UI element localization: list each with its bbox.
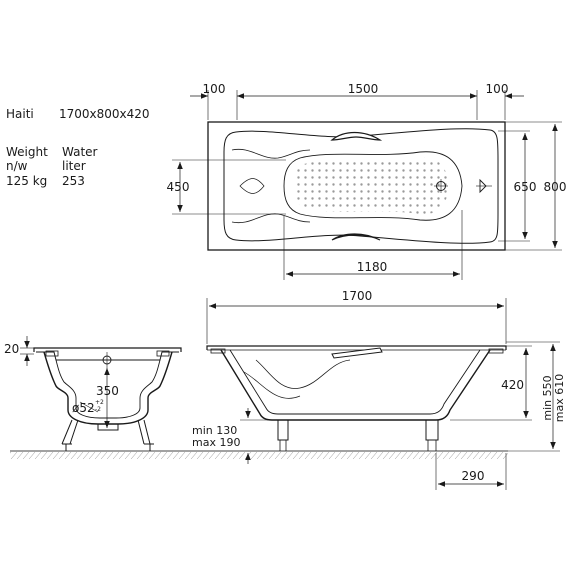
dim-left-100: 100 bbox=[203, 82, 226, 96]
weight-value: 125 kg bbox=[6, 174, 48, 188]
dim-total-min: min 550 bbox=[541, 375, 554, 420]
dim-right-100: 100 bbox=[486, 82, 509, 96]
top-outer-rim bbox=[207, 121, 506, 251]
top-inner-basin bbox=[223, 128, 499, 244]
dim-total-max: max 610 bbox=[553, 374, 566, 422]
model-size: 1700x800x420 bbox=[59, 107, 150, 121]
weight-label: Weight bbox=[6, 145, 48, 159]
drain-tolerance-minus: -2 bbox=[95, 406, 101, 413]
headrest-curve-top bbox=[231, 148, 311, 159]
leg-max: max 190 bbox=[192, 436, 240, 449]
dim-800: 800 bbox=[544, 180, 567, 194]
top-view bbox=[172, 90, 562, 280]
side-view bbox=[206, 298, 560, 490]
dim-350: 350 bbox=[96, 384, 119, 398]
dim-290: 290 bbox=[462, 469, 485, 483]
dim-1180: 1180 bbox=[357, 260, 388, 274]
dim-450: 450 bbox=[167, 180, 190, 194]
water-sub: liter bbox=[62, 159, 86, 173]
handle-top-icon bbox=[330, 131, 383, 141]
dim-420: 420 bbox=[501, 378, 524, 392]
dim-20: 20 bbox=[4, 342, 19, 356]
water-label: Water bbox=[62, 145, 98, 159]
weight-sub: n/w bbox=[6, 159, 28, 173]
dim-650: 650 bbox=[514, 180, 537, 194]
drain-tolerance-plus: +2 bbox=[95, 399, 104, 406]
side-handle-icon bbox=[331, 347, 383, 359]
ground-line bbox=[10, 450, 508, 459]
handle-bottom-icon bbox=[331, 233, 381, 241]
end-view bbox=[20, 336, 182, 451]
water-value: 253 bbox=[62, 174, 85, 188]
dim-1500: 1500 bbox=[348, 82, 379, 96]
drain-diameter: ø52 bbox=[72, 401, 95, 415]
headrest-curve-bottom bbox=[231, 213, 311, 224]
model-name: Haiti bbox=[6, 107, 34, 121]
top-bottom-outline bbox=[283, 151, 463, 221]
leg-min: min 130 bbox=[192, 424, 237, 437]
headrest-shape bbox=[239, 178, 265, 194]
anti-slip-dots bbox=[294, 157, 448, 215]
dim-1700: 1700 bbox=[342, 289, 373, 303]
